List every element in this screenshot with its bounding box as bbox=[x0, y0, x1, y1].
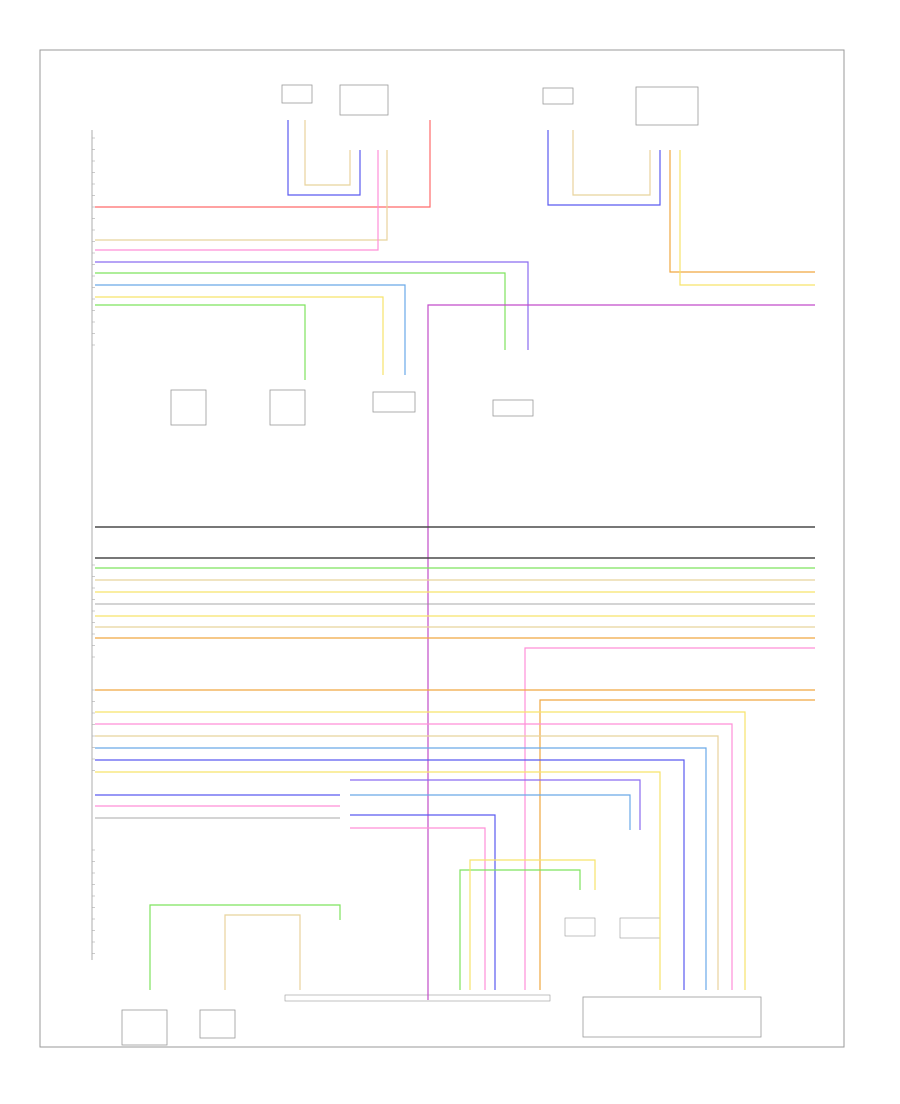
wire-violet-top bbox=[95, 261, 529, 350]
component-speaker-left-2 bbox=[269, 389, 306, 426]
wire-orange-bus-3 bbox=[539, 699, 815, 990]
wire-blue-right-top bbox=[547, 130, 661, 206]
component-amplifier bbox=[582, 996, 762, 1038]
wire-yellow-right bbox=[679, 150, 815, 286]
wire-lightblue-lower bbox=[95, 747, 707, 990]
wire-pink-top bbox=[95, 150, 379, 251]
component-speaker-center bbox=[372, 391, 416, 413]
component-small-right-2 bbox=[619, 917, 661, 939]
wire-magenta-long bbox=[427, 304, 815, 1000]
component-radio-unit bbox=[284, 994, 551, 1002]
component-bottom-left-2 bbox=[199, 1009, 236, 1039]
component-top-right bbox=[635, 86, 699, 126]
wire-layer bbox=[95, 120, 815, 1000]
wire-violet-plug-2 bbox=[350, 779, 641, 830]
component-top-center-left bbox=[281, 84, 313, 104]
wire-yellow-top bbox=[95, 296, 384, 375]
wire-green-mid bbox=[95, 304, 306, 380]
wire-blue-lower bbox=[95, 759, 685, 990]
wire-lightblue-plug-2 bbox=[350, 794, 631, 830]
wire-tan-loop bbox=[304, 120, 351, 186]
wire-orange-right bbox=[669, 150, 815, 273]
wire-red-top bbox=[95, 120, 431, 208]
component-speaker-right bbox=[492, 399, 534, 417]
diagram-frame bbox=[39, 49, 845, 1048]
wire-tan-top bbox=[95, 150, 388, 241]
wire-lightblue-top bbox=[95, 284, 406, 375]
wire-tan-lower bbox=[95, 735, 719, 990]
wire-tan-low bbox=[224, 914, 301, 990]
wire-tan-right-top bbox=[572, 130, 651, 196]
wire-yellow-lower-2 bbox=[95, 771, 661, 990]
wire-pink-lower bbox=[95, 723, 733, 990]
component-speaker-left-1 bbox=[170, 389, 207, 426]
wire-green-top bbox=[95, 272, 506, 350]
wire-yellow-low bbox=[469, 859, 596, 990]
component-top-right-left bbox=[542, 87, 574, 105]
components bbox=[121, 84, 762, 1046]
wire-pink-bus bbox=[524, 647, 815, 990]
wire-green-low bbox=[149, 904, 341, 990]
wire-blue-loop bbox=[287, 120, 361, 196]
component-bottom-left-1 bbox=[121, 1009, 168, 1046]
wire-blue-plug-3 bbox=[350, 814, 496, 990]
left-connector-pins bbox=[92, 137, 95, 954]
component-small-right-1 bbox=[564, 917, 596, 937]
wire-pink-plug-3 bbox=[350, 827, 486, 990]
wire-yellow-lower bbox=[95, 711, 746, 990]
component-top-center bbox=[339, 84, 389, 116]
wire-green-low-2 bbox=[459, 869, 581, 990]
